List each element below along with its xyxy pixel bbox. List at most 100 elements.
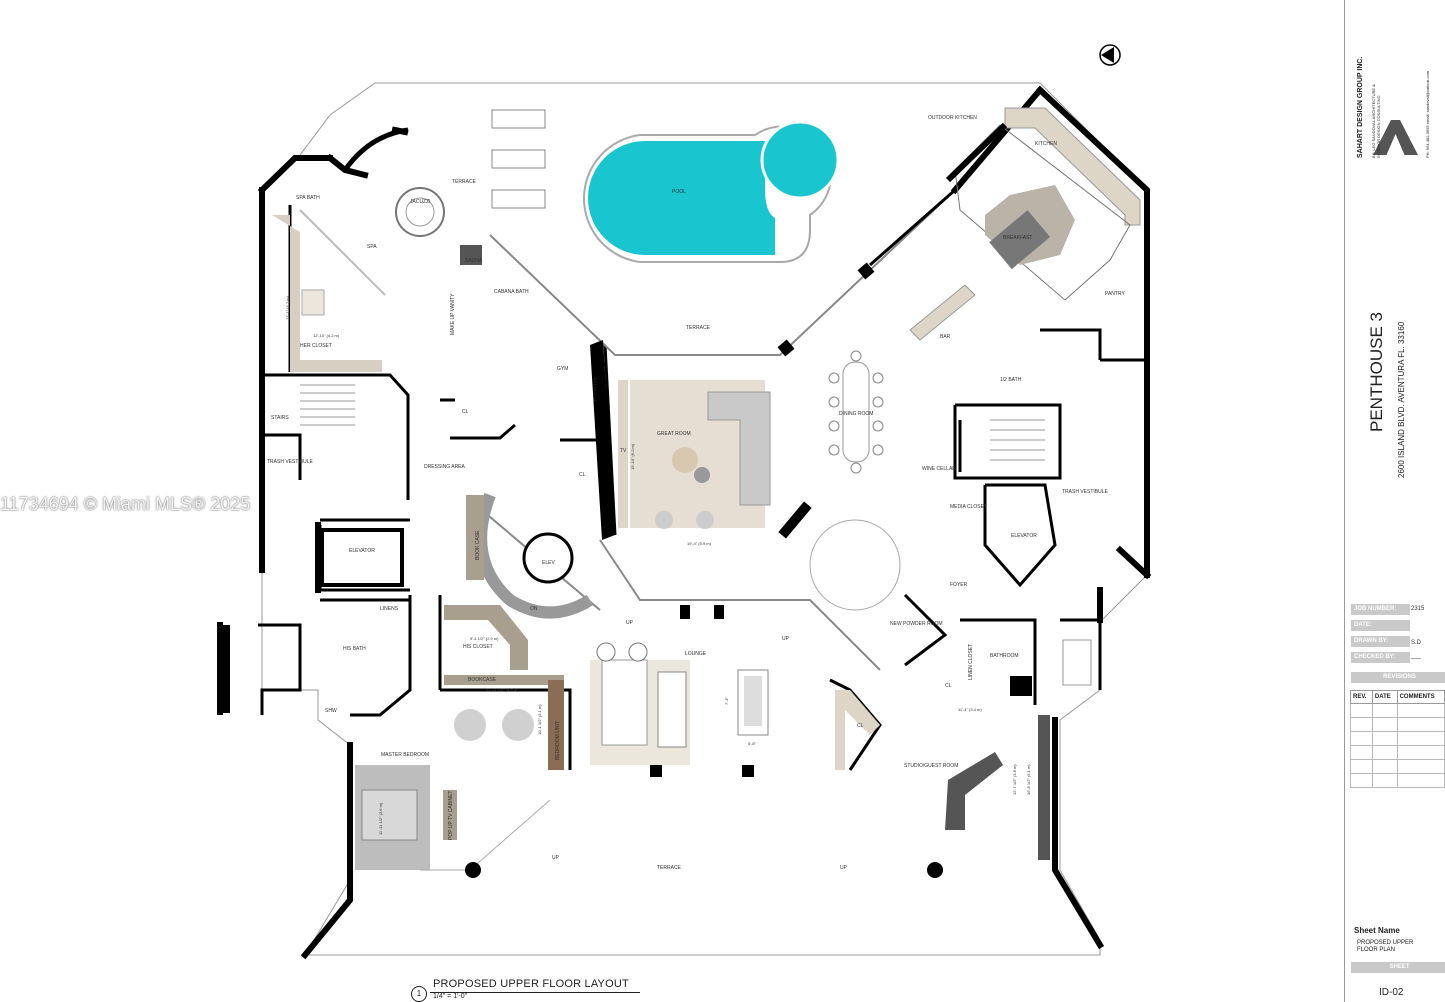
label-elevator-left: ELEVATOR — [349, 548, 375, 554]
pillar-1 — [680, 605, 690, 619]
label-outdoor-kitchen: OUTDOOR KITCHEN — [928, 115, 977, 121]
corner-column-right — [927, 862, 943, 878]
revisions-label: REVISIONS — [1351, 672, 1445, 683]
guest-desk — [945, 752, 1003, 830]
dim-great-room-h: 19'-10" (6.0 m) — [630, 443, 635, 470]
guest-wall — [1038, 715, 1050, 860]
jacuzzi-inner — [405, 197, 435, 227]
bookcase-wood — [444, 675, 564, 685]
label-bar: BAR — [940, 334, 951, 340]
lounge-ottoman-inner — [744, 676, 762, 726]
label-kitchen: KITCHEN — [1035, 141, 1057, 147]
label-foyer: FOYER — [950, 582, 968, 588]
stairs-left — [300, 384, 355, 426]
tv-cabinet — [443, 790, 457, 840]
label-linens: LINENS — [380, 606, 399, 612]
label-new-powder-room: NEW POWDER ROOM — [890, 621, 943, 627]
foyer-circle — [809, 519, 901, 611]
reading-chair-2 — [502, 709, 534, 741]
her-closet-wood — [272, 215, 382, 372]
foyer-column — [778, 501, 812, 539]
bar-counter — [909, 284, 976, 341]
master-window — [420, 799, 551, 871]
sheet-label: SHEET — [1351, 962, 1445, 973]
accent-chair-2 — [696, 511, 714, 529]
label-pop-up-tv-cabinet: POP UP TV CABINET — [448, 791, 454, 840]
project-address: 2600 ISLAND BLVD. AVENTURA FL. 33160 — [1397, 321, 1406, 478]
label-terrace-mid: TERRACE — [686, 325, 711, 331]
book-case — [466, 495, 484, 580]
label-on: ON — [530, 606, 538, 612]
dim-great-room-w: 19'-4" (5.9 m) — [687, 541, 712, 546]
outdoor-kitchen-counter — [1004, 107, 1141, 226]
label-breakfast: BREAKFAST — [1003, 235, 1032, 241]
facade-right — [869, 188, 956, 267]
kitchen-wall — [945, 122, 1008, 183]
great-room-sofa — [707, 391, 771, 506]
firm-contact: PH: 954-482-3655 email: sandoval@outlook… — [1425, 70, 1430, 158]
label-half-bath: 1/2 BATH — [1000, 377, 1022, 383]
drawn-by: S.D — [1411, 640, 1422, 646]
corner-column-left — [465, 862, 481, 878]
stairs-right — [990, 419, 1045, 461]
column-2 — [777, 339, 795, 357]
firm-name: SAHART DESIGN GROUP INC. — [1357, 56, 1364, 158]
floor-plan: TERRACE POOL OUTDOOR KITCHEN JACUZZI SPA… — [217, 44, 1152, 960]
label-stairs: STAIRS — [271, 415, 289, 421]
label-her-closet: HER CLOSET — [300, 343, 332, 349]
label-bedroom-unit: BEDROOM UNIT — [555, 721, 561, 760]
accent-chair-1 — [655, 511, 673, 529]
jacuzzi-ring — [395, 187, 445, 237]
label-up-3: UP — [552, 855, 560, 861]
his-closet-wood — [444, 605, 528, 670]
pillar-2 — [714, 605, 724, 619]
dim-master-w: 11'-11 1/2" (3.6 m) — [378, 802, 383, 835]
label-cl-2: CL — [579, 472, 586, 478]
sheet-name-label: Sheet Name — [1354, 926, 1400, 935]
north-arrow-icon — [1099, 44, 1121, 66]
label-bathroom: BATHROOM — [990, 653, 1019, 659]
dim-his-closet-w: 9'-4 1/2" (2.9 m) — [470, 636, 499, 641]
bedroom-unit — [548, 680, 564, 770]
title-block: SAHART DESIGN GROUP INC. BY: LEO SANDOVA… — [1344, 0, 1445, 1002]
label-master-bedroom: MASTER BEDROOM — [381, 752, 429, 758]
master-bed — [361, 789, 418, 841]
label-his-closet: HIS CLOSET — [463, 644, 493, 650]
bar-stool-2 — [628, 642, 648, 662]
reading-chair-1 — [454, 709, 486, 741]
column-1 — [857, 262, 875, 280]
spa-arc — [342, 127, 409, 172]
dim-lounge-w: 5'-8" — [748, 741, 757, 746]
spa-bench — [301, 289, 325, 316]
loungers — [491, 109, 546, 209]
breakfast-center — [989, 210, 1051, 270]
balcony-left-rail — [258, 623, 302, 715]
revisions-table: REV. DATE COMMENTS — [1350, 690, 1445, 788]
rev-header-comments: COMMENTS — [1396, 690, 1445, 704]
rev-header-rev: REV. — [1350, 690, 1373, 704]
foyer-door — [1062, 639, 1092, 686]
tv-wall — [618, 380, 628, 528]
label-up-1: UP — [626, 620, 634, 626]
dining-table — [842, 361, 870, 463]
shower-right — [1010, 676, 1032, 696]
dim-gym-h: 10'-2" (3.1 m) — [592, 377, 597, 402]
date-label: DATE: — [1351, 620, 1410, 631]
label-shw: SHW — [325, 708, 337, 714]
label-studio-guest-room: STUDIO/GUEST ROOM — [904, 763, 958, 769]
label-elevator-right: ELEVATOR — [1011, 533, 1037, 539]
spa-glass — [299, 209, 386, 296]
dim-her-closet-w: 12'-10" (4.2 m) — [313, 333, 340, 338]
lounge-table — [601, 659, 648, 746]
sheet-number: ID-02 — [1379, 987, 1404, 998]
label-sauna: SAUNA — [465, 258, 483, 264]
dim-guest-h2: 16'-8 1/2" (5.1 m) — [1026, 764, 1031, 795]
label-cl-3: CL — [857, 723, 864, 729]
pool-spa — [760, 120, 840, 200]
label-lounge: LOUNGE — [685, 651, 707, 657]
label-great-room: GREAT ROOM — [657, 431, 691, 437]
label-pool: POOL — [672, 189, 686, 195]
label-trash-vestibule-right: TRASH VESTIBULE — [1062, 489, 1109, 495]
dim-lounge-h: 7'-4" — [724, 696, 729, 705]
label-tv: TV — [620, 448, 627, 454]
